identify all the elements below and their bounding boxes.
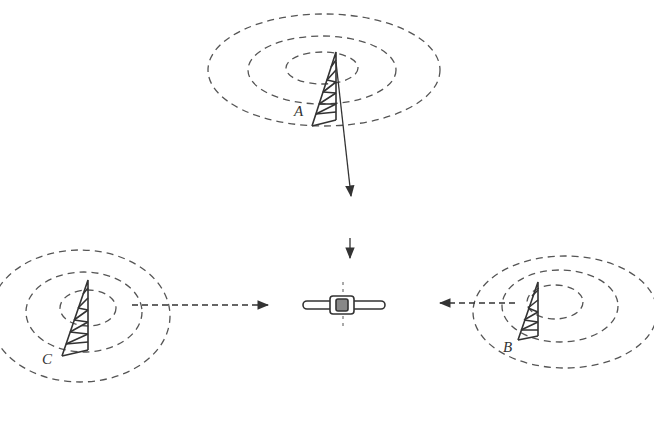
radio-tower [62, 280, 88, 356]
tower-letter: C [42, 352, 52, 367]
radio-waves [0, 250, 170, 382]
radio-waves [208, 14, 440, 126]
signal-arrow [132, 62, 515, 305]
tower-letter: A [294, 104, 303, 119]
tower-letter: B [503, 340, 512, 355]
receiver-craft [303, 296, 385, 314]
radio-waves [473, 256, 654, 368]
radio-tower [312, 52, 336, 126]
radio-tower [518, 282, 538, 340]
